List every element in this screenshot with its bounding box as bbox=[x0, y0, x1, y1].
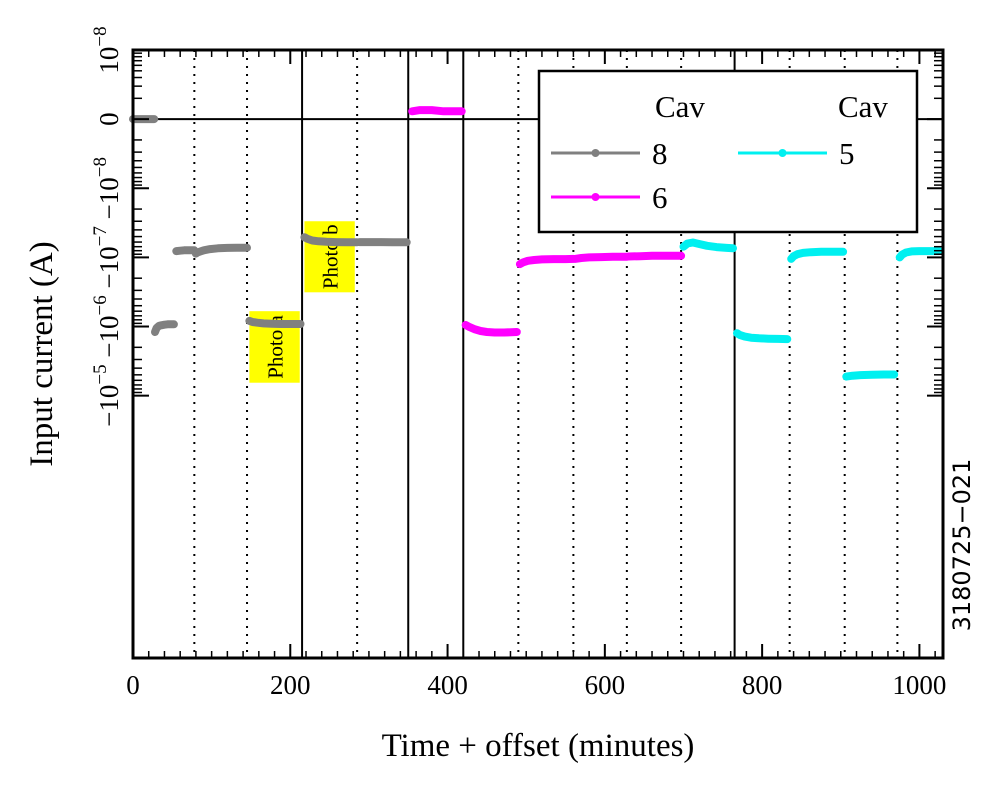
legend-swatch-marker bbox=[591, 149, 600, 157]
x-tick-label: 1000 bbox=[892, 670, 946, 700]
y-tick-label: 0 bbox=[94, 112, 124, 126]
x-tick-label: 800 bbox=[742, 670, 783, 700]
legend-entry-8: 8 bbox=[551, 136, 668, 171]
x-axis-label: Time + offset (minutes) bbox=[382, 728, 695, 764]
x-tick-label: 600 bbox=[585, 670, 626, 700]
side-label: 3180725−021 bbox=[948, 459, 976, 632]
series-6-segment-1 bbox=[461, 321, 521, 337]
axes-layer: 0 200 400 600 800 1000 10−8 0 −10−8 −10−7 −10−6 −10… bbox=[24, 26, 946, 764]
annotation-box bbox=[304, 221, 355, 293]
y-tick-label: 10−8 bbox=[90, 26, 124, 73]
series-6-segment-3 bbox=[571, 252, 631, 263]
legend-header-right: Cav bbox=[838, 89, 888, 124]
series-8-segment-4 bbox=[245, 316, 305, 328]
series-layer bbox=[129, 106, 944, 381]
series-6 bbox=[408, 106, 686, 337]
y-tick-label: −10−7 bbox=[90, 226, 124, 288]
series-5-segment-2 bbox=[787, 247, 848, 263]
series-6-segment-4 bbox=[624, 251, 686, 261]
series-6-segment-0 bbox=[408, 106, 466, 116]
legend-entry-6: 6 bbox=[551, 180, 668, 215]
series-5-segment-0 bbox=[679, 238, 737, 253]
x-tick-label: 200 bbox=[270, 670, 311, 700]
series-8 bbox=[129, 115, 411, 336]
series-8-segment-3 bbox=[191, 243, 251, 258]
legend-swatch-marker bbox=[778, 149, 787, 157]
legend-entry-5: 5 bbox=[738, 136, 855, 171]
x-tick-label: 400 bbox=[427, 670, 468, 700]
series-6-segment-2 bbox=[515, 254, 578, 269]
annotation-1: Photo b bbox=[304, 221, 355, 293]
annotation-label: Photo b bbox=[319, 224, 343, 289]
series-5 bbox=[679, 238, 944, 381]
y-tick-label: −10−6 bbox=[90, 295, 124, 357]
series-8-segment-1 bbox=[151, 320, 178, 336]
series-5-segment-3 bbox=[842, 370, 899, 381]
series-5-segment-1 bbox=[733, 329, 792, 344]
legend: Cav Cav 8 6 5 bbox=[537, 69, 919, 234]
x-tick-label: 0 bbox=[126, 670, 140, 700]
y-axis-label: Input current (A) bbox=[24, 241, 60, 466]
legend-label: 5 bbox=[839, 136, 855, 171]
series-8-segment-2 bbox=[172, 246, 199, 256]
series-8-segment-5 bbox=[300, 233, 362, 247]
legend-swatch-marker bbox=[591, 193, 600, 201]
series-5-segment-4 bbox=[895, 247, 944, 262]
legend-header-left: Cav bbox=[655, 89, 705, 124]
legend-box bbox=[537, 69, 919, 234]
y-tick-label: −10−5 bbox=[90, 364, 124, 426]
plot-frame bbox=[131, 48, 945, 660]
legend-label: 8 bbox=[652, 136, 668, 171]
legend-label: 6 bbox=[652, 180, 668, 215]
y-tick-label: −10−8 bbox=[90, 157, 124, 219]
